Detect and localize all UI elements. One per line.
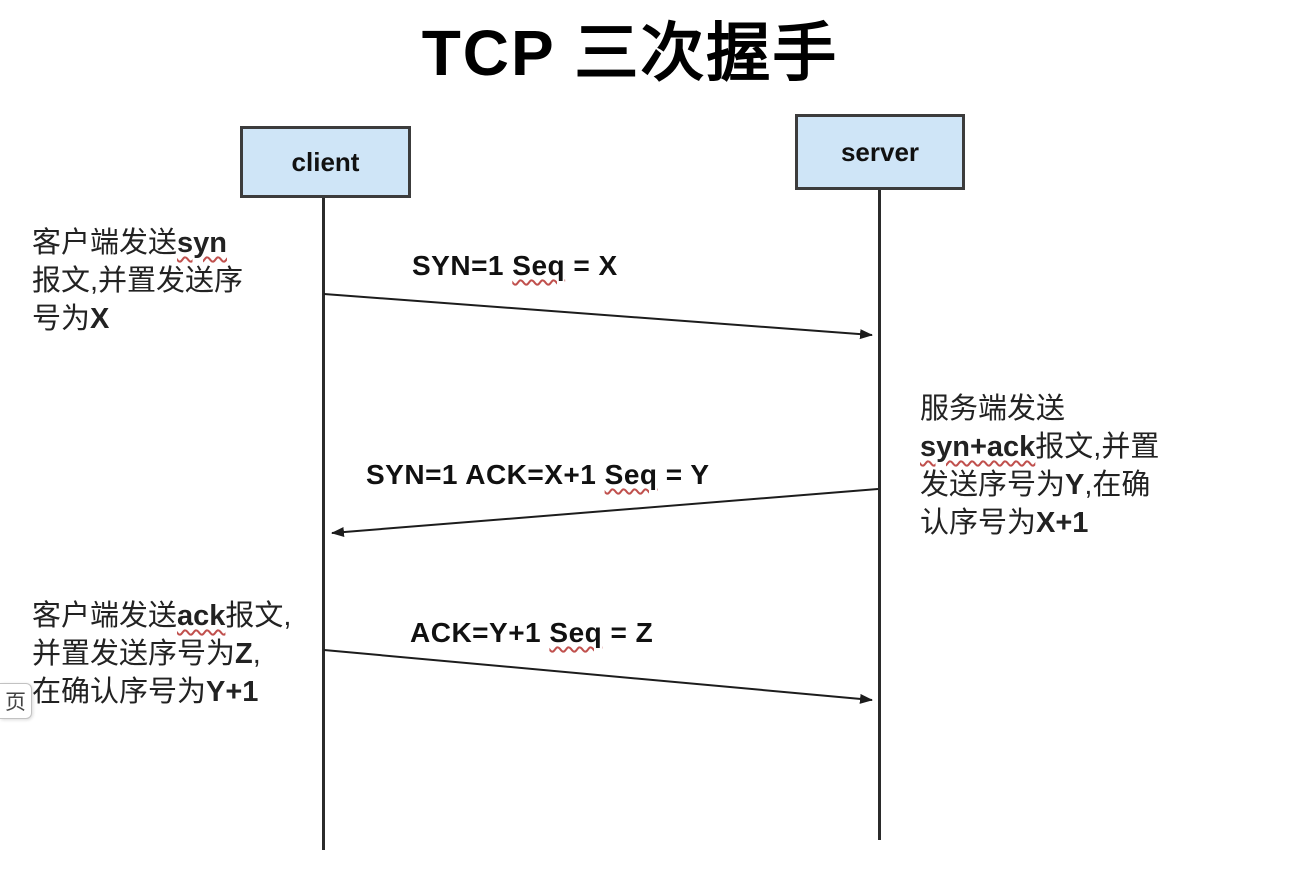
text-segment: SYN=1 — [412, 250, 513, 281]
text-segment: SYN=1 ACK=X+1 — [366, 459, 605, 490]
message-label-ack: ACK=Y+1 Seq = Z — [410, 617, 653, 649]
arrow-synack-server-to-client — [331, 488, 879, 538]
note-line: 客户端发送syn — [32, 224, 243, 262]
note-client-ack: 客户端发送ack报文,并置发送序号为Z,在确认序号为Y+1 — [32, 597, 291, 711]
text-segment: 报文, — [225, 600, 292, 632]
text-segment: X+1 — [1036, 507, 1089, 539]
text-segment: Seq — [604, 459, 658, 490]
text-segment: ack — [177, 600, 226, 632]
text-segment: ,在确 — [1084, 469, 1151, 501]
text-segment: , — [252, 638, 261, 670]
note-line: 在确认序号为Y+1 — [32, 673, 291, 711]
text-segment: syn+ack — [920, 431, 1036, 463]
text-segment: 报文,并置发送序 — [32, 265, 244, 297]
note-line: 报文,并置发送序 — [32, 262, 243, 300]
page-title: TCP 三次握手 — [421, 17, 839, 89]
text-segment: X — [90, 303, 110, 335]
note-line: 发送序号为Y,在确 — [920, 466, 1159, 504]
text-segment: Z — [235, 638, 253, 670]
text-segment: 客户端发送 — [32, 600, 178, 632]
text-segment: = Y — [657, 459, 710, 490]
text-segment: Seq — [549, 617, 603, 648]
actor-box-client: client — [240, 126, 411, 198]
note-line: 客户端发送ack报文, — [32, 597, 291, 635]
server-lifeline — [878, 190, 881, 840]
note-line: 并置发送序号为Z, — [32, 635, 291, 673]
arrow-syn-client-to-server — [323, 293, 873, 340]
message-label-syn: SYN=1 Seq = X — [412, 250, 618, 282]
text-segment: 发送序号为 — [920, 469, 1066, 501]
page-side-tab-label: 页 — [5, 691, 26, 714]
text-segment: 号为 — [32, 303, 91, 335]
text-segment: Y — [1065, 469, 1085, 501]
text-segment: 客户端发送 — [32, 227, 178, 259]
text-segment: ACK=Y+1 — [410, 617, 550, 648]
text-segment: 认序号为 — [920, 507, 1037, 539]
text-segment: 并置发送序号为 — [32, 638, 236, 670]
text-segment: Y+1 — [206, 676, 259, 708]
client-lifeline — [322, 198, 325, 850]
note-line: 号为X — [32, 300, 243, 338]
text-segment: Seq — [512, 250, 566, 281]
text-segment: = X — [565, 250, 618, 281]
actor-label-client: client — [291, 146, 360, 177]
text-segment: 报文,并置 — [1035, 431, 1160, 463]
text-segment: 在确认序号为 — [32, 676, 207, 708]
actor-box-server: server — [795, 114, 965, 190]
note-line: 服务端发送 — [920, 390, 1159, 428]
note-line: syn+ack报文,并置 — [920, 428, 1159, 466]
message-label-synack: SYN=1 ACK=X+1 Seq = Y — [366, 459, 710, 491]
note-line: 认序号为X+1 — [920, 504, 1159, 542]
text-segment: 服务端发送 — [920, 393, 1066, 425]
page-side-tab[interactable]: 页 — [0, 683, 32, 719]
text-segment: = Z — [602, 617, 654, 648]
arrow-ack-client-to-server — [323, 649, 873, 704]
actor-label-server: server — [840, 136, 920, 167]
text-segment: syn — [177, 227, 227, 259]
